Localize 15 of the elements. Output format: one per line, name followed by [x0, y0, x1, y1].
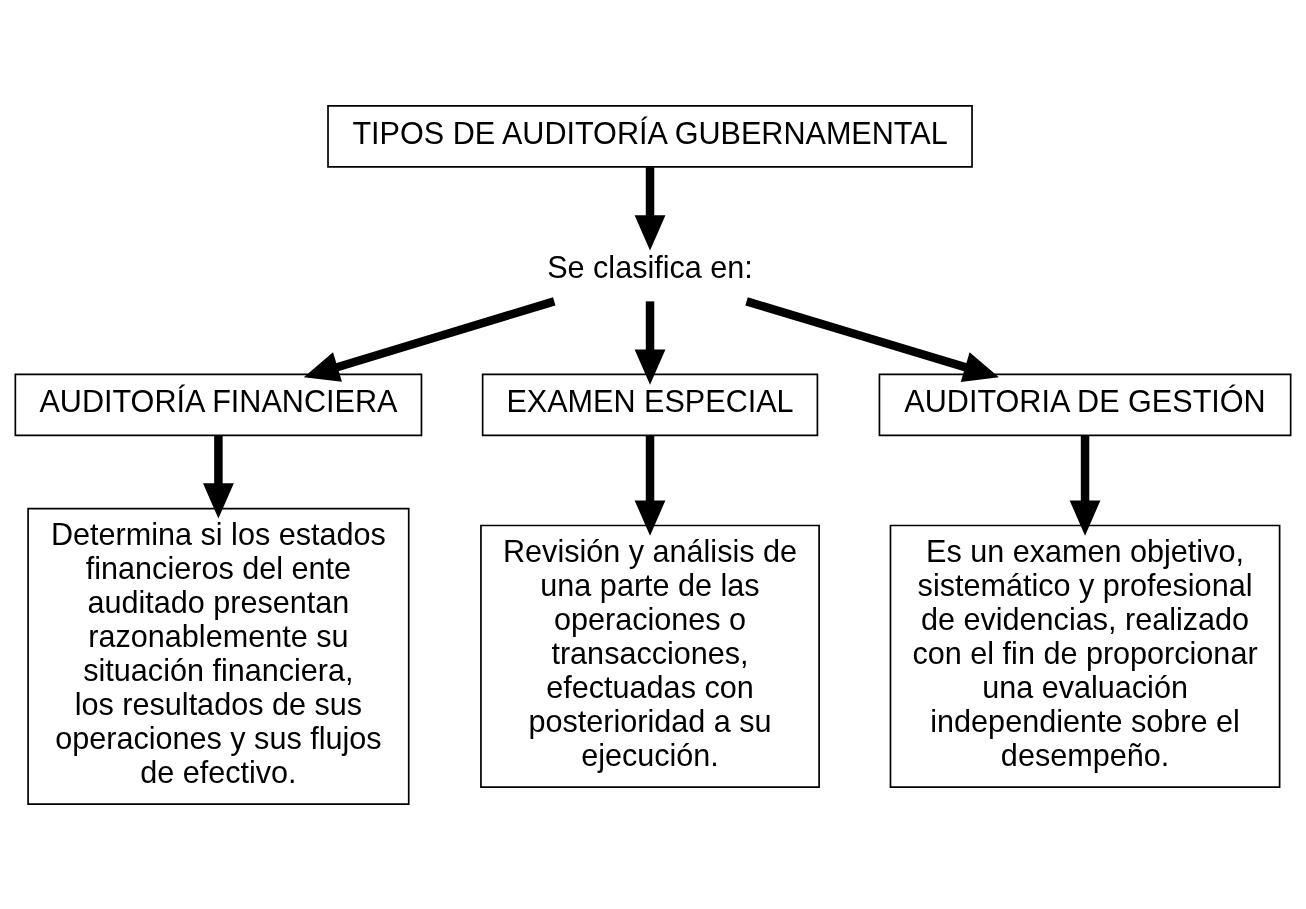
- node-box: Determina si los estados financieros del ente auditado presentan razonablemente su situación financiera, los resultados de sus operaciones y sus flujos de efectivo.: [27, 507, 410, 805]
- node-box: Revisión y análisis de una parte de las operaciones o transacciones, efectuadas con posterioridad a su ejecución.: [480, 524, 820, 788]
- node-box: EXAMEN ESPECIAL: [481, 372, 819, 436]
- arrow: [1069, 435, 1101, 536]
- arrow: [634, 435, 666, 536]
- node-box: Es un examen objetivo, sistemático y profesional de evidencias, realizado con el fin de proporcionar una evaluación independiente sobre el desempeño.: [889, 524, 1281, 788]
- arrow: [203, 435, 234, 519]
- arrow: [303, 296, 556, 382]
- node-box: TIPOS DE AUDITORÍA GUBERNAMENTAL: [327, 104, 973, 168]
- node-box: AUDITORIA DE GESTIÓN: [878, 372, 1292, 436]
- arrow: [634, 166, 666, 251]
- node-box: AUDITORÍA FINANCIERA: [14, 372, 423, 436]
- node-text: Se clasifica en:: [547, 249, 753, 284]
- arrow: [745, 296, 999, 382]
- arrow: [634, 300, 666, 385]
